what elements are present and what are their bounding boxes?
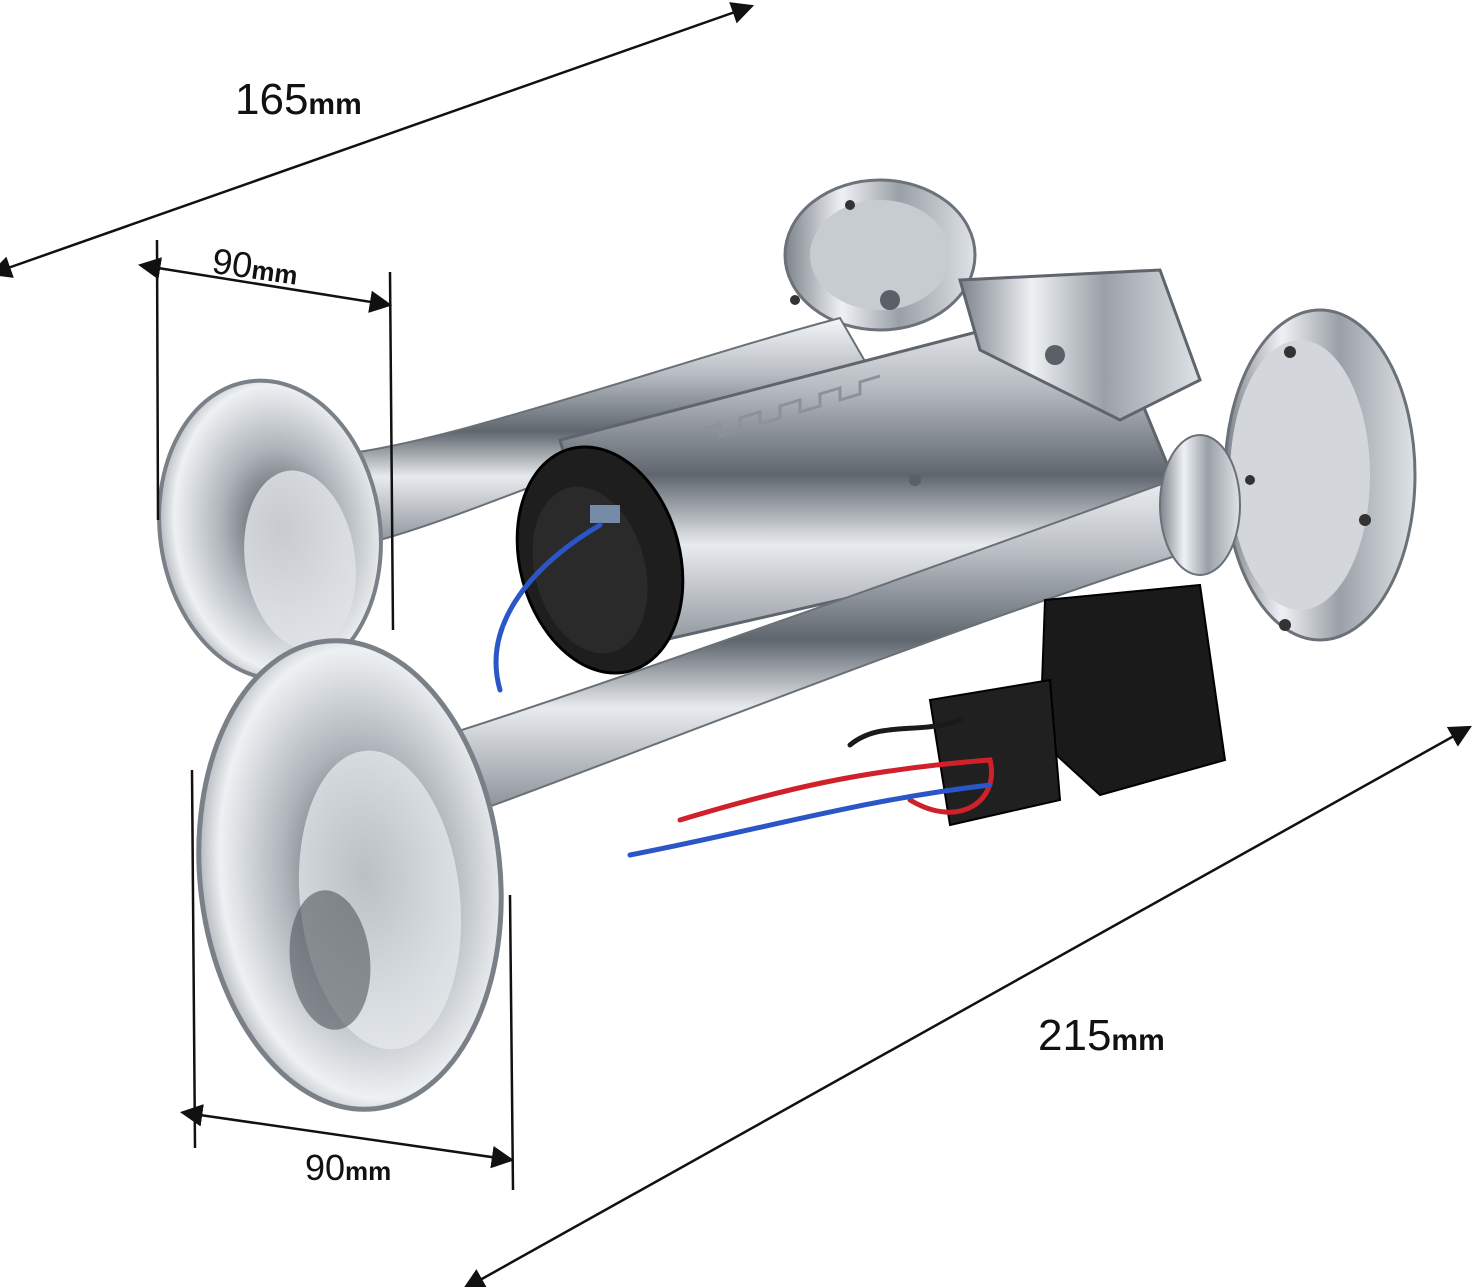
label-bell-2-depth: 90mm — [305, 1150, 391, 1186]
label-total-width: 165mm — [235, 78, 362, 122]
label-bell-1-depth-unit: mm — [249, 254, 300, 291]
motor-end-cap — [515, 445, 685, 675]
label-total-width-value: 165 — [235, 75, 309, 124]
label-total-length-value: 215 — [1038, 1011, 1112, 1060]
label-total-length: 215mm — [1038, 1014, 1165, 1058]
dim-line-90-bottom — [179, 1104, 515, 1169]
upper-trumpet-bell — [157, 378, 383, 682]
label-total-width-unit: mm — [308, 88, 362, 121]
label-bell-1-depth-value: 90 — [209, 240, 256, 287]
ext-line-bottom-right — [508, 894, 515, 1191]
rear-flange — [783, 178, 977, 332]
lower-trumpet-bell — [196, 638, 504, 1112]
dim-line-90-top — [138, 257, 393, 313]
dim-line-215 — [462, 725, 1472, 1287]
label-bell-2-depth-value: 90 — [305, 1147, 346, 1188]
ext-line-top-left — [155, 239, 160, 521]
front-flange — [1223, 308, 1417, 642]
compressor-motor — [558, 268, 1202, 652]
ext-line-bottom-left — [190, 769, 197, 1149]
label-total-length-unit: mm — [1111, 1024, 1165, 1057]
label-bell-2-depth-unit: mm — [345, 1156, 392, 1186]
ext-line-top-right — [388, 271, 395, 631]
dim-line-165 — [0, 2, 755, 278]
